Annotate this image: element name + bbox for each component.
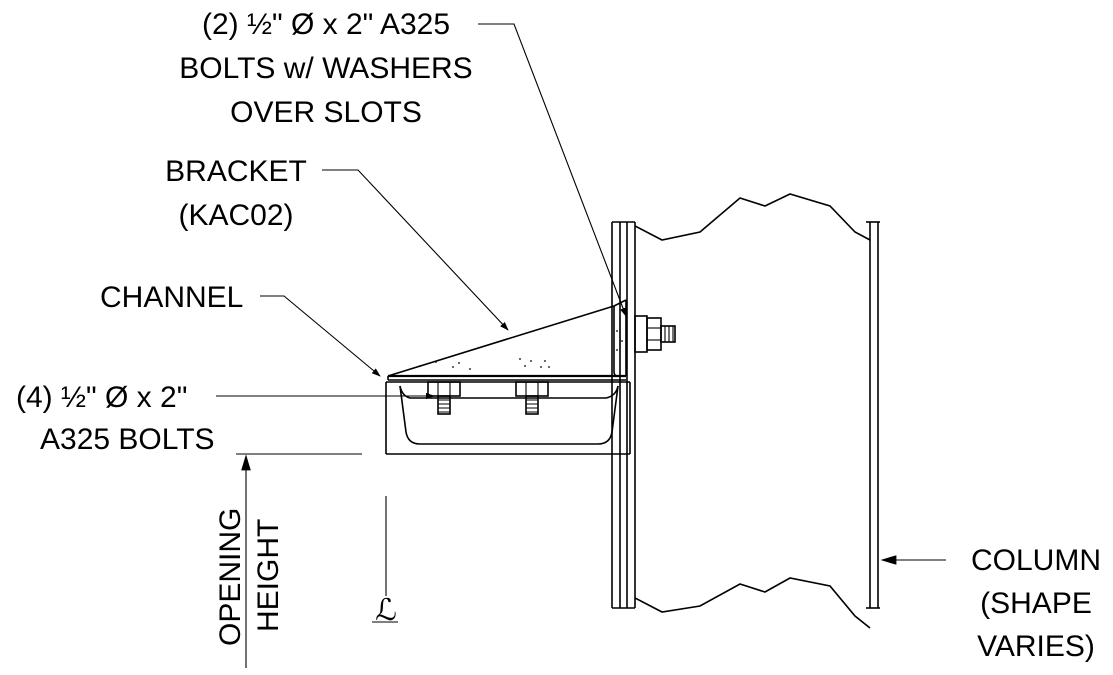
label-bolts-top-line3: OVER SLOTS bbox=[230, 96, 422, 129]
label-column: COLUMN (SHAPE VARIES) bbox=[971, 544, 1101, 663]
label-bolts-top: (2) ½" Ø x 2" A325 BOLTS w/ WASHERS OVER… bbox=[179, 8, 472, 129]
label-bracket-line2: (KAC02) bbox=[178, 199, 293, 232]
label-column-line3: VARIES) bbox=[977, 630, 1095, 663]
label-bolts-top-line2: BOLTS w/ WASHERS bbox=[179, 52, 472, 85]
bracket bbox=[387, 299, 627, 381]
label-column-line1: COLUMN bbox=[971, 544, 1101, 577]
label-bolts-bottom-line1: (4) ½" Ø x 2" bbox=[16, 381, 187, 414]
column-break-bottom bbox=[634, 577, 871, 629]
column-shape bbox=[611, 193, 880, 629]
bracket-stipple bbox=[419, 330, 623, 370]
label-opening-height: OPENING HEIGHT bbox=[214, 508, 285, 646]
label-bracket: BRACKET (KAC02) bbox=[165, 155, 307, 232]
label-centerline: ℒ bbox=[375, 594, 397, 627]
label-column-line2: (SHAPE bbox=[980, 587, 1092, 620]
leader-lines bbox=[216, 23, 946, 565]
column-bolt bbox=[634, 315, 676, 353]
channel-bolt-right bbox=[515, 381, 549, 415]
channel bbox=[385, 381, 631, 455]
label-opening-height-line2: HEIGHT bbox=[252, 519, 285, 632]
channel-bolt-left bbox=[427, 381, 461, 415]
opening-height-dimension bbox=[236, 453, 398, 668]
column-break-top bbox=[634, 193, 871, 241]
label-bracket-line1: BRACKET bbox=[165, 155, 307, 188]
label-bolts-bottom: (4) ½" Ø x 2" A325 BOLTS bbox=[16, 381, 215, 456]
label-opening-height-line1: OPENING bbox=[214, 508, 247, 646]
label-channel: CHANNEL bbox=[100, 281, 243, 314]
label-bolts-bottom-line2: A325 BOLTS bbox=[40, 423, 215, 456]
label-bolts-top-line1: (2) ½" Ø x 2" A325 bbox=[202, 8, 450, 41]
